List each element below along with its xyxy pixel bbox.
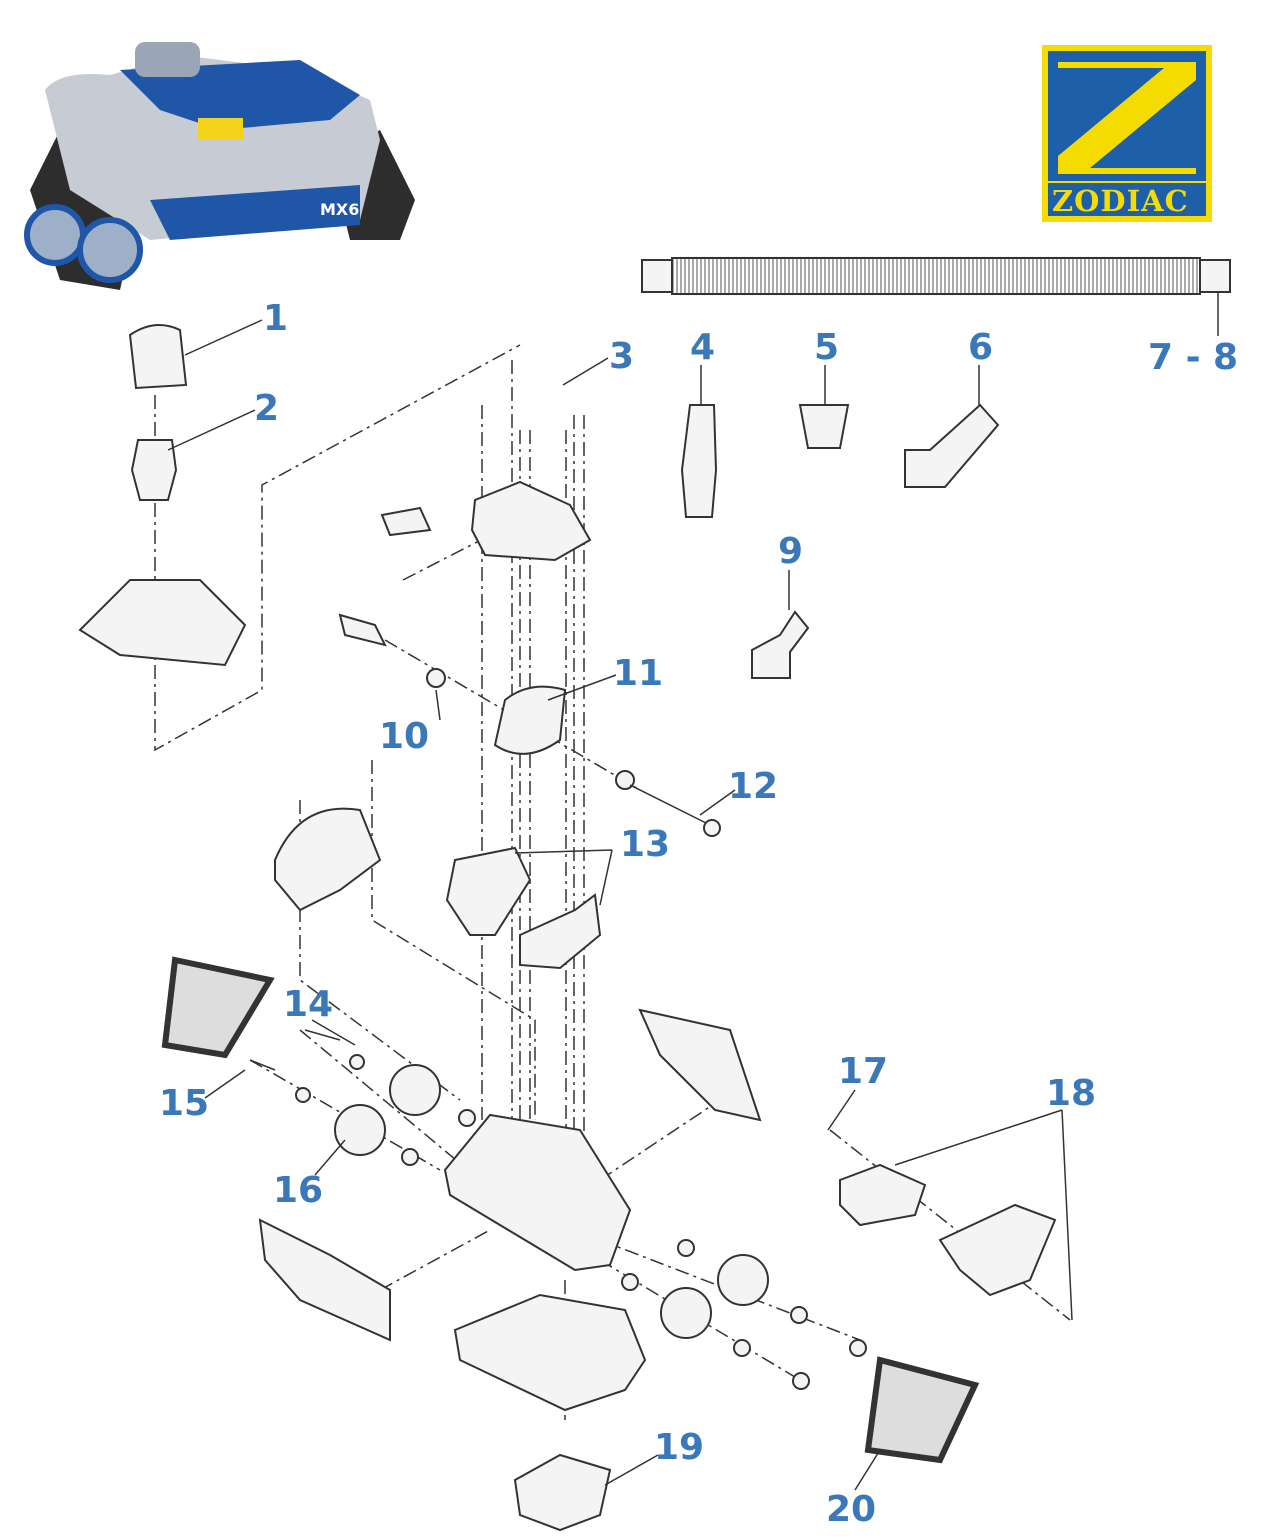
part-labels: 1 2 3 4 5 6 7 - 8 9 10 11 12 13 14 15 16… — [159, 298, 1238, 1530]
label-part-2: 2 — [254, 388, 279, 429]
label-part-11: 11 — [613, 653, 663, 694]
bottom-plate — [453, 1293, 647, 1412]
label-part-6: 6 — [968, 327, 993, 368]
part-12-axle — [629, 784, 711, 826]
label-part-12: 12 — [728, 766, 778, 807]
label-part-9: 9 — [778, 531, 803, 572]
part-5-connector — [798, 404, 850, 449]
front-cover — [638, 1008, 762, 1122]
track-right — [864, 1356, 980, 1464]
top-cover — [78, 579, 247, 667]
label-part-20: 20 — [826, 1489, 876, 1530]
leader-lines — [167, 319, 1073, 1491]
part-1-cap — [128, 324, 188, 390]
part-18-cover — [938, 1203, 1057, 1297]
svg-text:ZODIAC: ZODIAC — [1052, 184, 1189, 218]
part-18-drive — [839, 1163, 927, 1227]
track-left — [161, 956, 275, 1059]
rear-cover — [258, 1218, 391, 1342]
label-part-16: 16 — [273, 1170, 323, 1211]
wheels-left — [249, 1029, 476, 1166]
label-part-10: 10 — [379, 716, 429, 757]
label-part-14: 14 — [283, 984, 333, 1025]
part-6-elbow — [904, 403, 1000, 488]
label-part-17: 17 — [838, 1051, 888, 1092]
part-13-clip-b — [519, 893, 602, 970]
part-4-regulator — [680, 404, 718, 518]
label-part-4: 4 — [690, 327, 715, 368]
part-11-turbine — [493, 685, 567, 755]
hose-section — [641, 257, 1231, 336]
label-part-1: 1 — [263, 298, 288, 339]
label-part-13: 13 — [620, 824, 670, 865]
bearing — [615, 770, 635, 790]
part-9-elbow — [751, 610, 810, 679]
shaft — [338, 613, 387, 647]
side-housing — [274, 807, 382, 912]
clip — [380, 506, 432, 537]
part-13-clip-a — [445, 846, 532, 936]
part-19-foot — [513, 1453, 612, 1532]
upper-housing — [470, 480, 592, 562]
part-10-bearing — [426, 668, 446, 688]
label-part-5: 5 — [814, 327, 839, 368]
label-part-3: 3 — [609, 336, 634, 377]
robot-cleaner-image: MX6 — [24, 42, 415, 290]
label-part-18: 18 — [1046, 1073, 1096, 1114]
wheels-right — [621, 1239, 867, 1390]
label-part-7-8: 7 - 8 — [1148, 337, 1238, 378]
chassis — [443, 1113, 632, 1272]
label-part-15: 15 — [159, 1083, 209, 1124]
model-badge: MX6 — [320, 200, 359, 219]
part-2-swivel — [130, 439, 178, 501]
label-part-19: 19 — [654, 1427, 704, 1468]
zodiac-logo: ZODIAC — [1042, 45, 1212, 222]
